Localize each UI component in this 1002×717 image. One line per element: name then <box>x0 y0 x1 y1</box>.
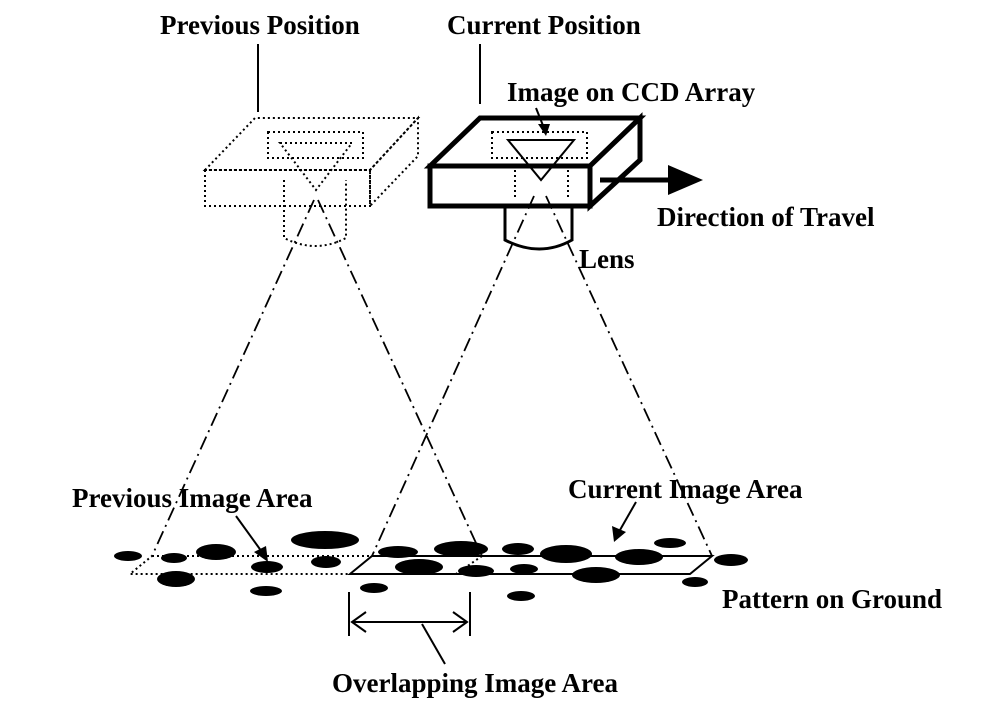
ground-blob <box>615 549 663 565</box>
image-on-ccd-label: Image on CCD Array <box>507 77 756 107</box>
ground-blob <box>250 586 282 596</box>
direction-of-travel-label: Direction of Travel <box>657 202 875 232</box>
direction-arrow <box>600 165 703 195</box>
ground-blob <box>434 541 488 557</box>
current-area-pointer <box>612 501 637 542</box>
previous-sensor-front <box>204 169 371 207</box>
ground-blob <box>157 571 195 587</box>
current-lens-inner <box>514 170 569 200</box>
ground-blob <box>251 561 283 573</box>
previous-sensor-side <box>369 115 419 209</box>
ccd-leader-arrowhead <box>538 124 550 136</box>
overlap-label-leader <box>421 623 446 665</box>
current-area-pointer-head <box>612 526 626 542</box>
overlap-right-arrowhead <box>452 611 469 633</box>
pattern-on-ground-label: Pattern on Ground <box>722 584 942 614</box>
field-of-view-lines <box>151 195 713 557</box>
ground-blob <box>682 577 708 587</box>
ground-blob <box>378 546 418 558</box>
ground-blob <box>714 554 748 566</box>
previous-area-pointer <box>235 515 268 562</box>
ground-blob <box>654 538 686 548</box>
direction-arrow-head <box>668 165 703 195</box>
current-ccd-cone <box>505 139 577 182</box>
ground-blob <box>507 591 535 601</box>
previous-area-pointer-line <box>235 515 263 553</box>
current-sensor-side <box>587 112 643 212</box>
ground-pattern <box>114 531 748 601</box>
previous-fov-left <box>151 199 315 557</box>
ground-blob <box>458 565 494 577</box>
previous-sensor <box>202 115 421 247</box>
previous-position-label: Previous Position <box>160 10 360 40</box>
ground-blob <box>572 567 620 583</box>
ground-blob <box>291 531 359 549</box>
previous-area-pointer-head <box>254 546 268 562</box>
current-position-label: Current Position <box>447 10 641 40</box>
previous-image-area-label: Previous Image Area <box>72 483 313 513</box>
ground-blob <box>540 545 592 563</box>
ground-blob <box>196 544 236 560</box>
lens-label: Lens <box>579 244 635 274</box>
current-sensor-front <box>427 163 593 209</box>
previous-ccd-array <box>267 131 364 159</box>
ground-blob <box>395 559 443 575</box>
overlap-dimension <box>348 592 471 665</box>
previous-fov-right <box>317 199 483 557</box>
current-area-pointer-line <box>619 501 637 531</box>
current-image-area-label: Current Image Area <box>568 474 803 504</box>
current-fov-left <box>371 195 535 557</box>
ground-blob <box>114 551 142 561</box>
ground-blob <box>161 553 187 563</box>
current-sensor <box>423 107 647 251</box>
overlapping-image-area-label: Overlapping Image Area <box>332 668 618 698</box>
ground-blob <box>360 583 388 593</box>
previous-lens <box>283 180 347 247</box>
current-lens <box>503 205 574 251</box>
ground-blob <box>510 564 538 574</box>
ground-blob <box>502 543 534 555</box>
overlap-left-arrowhead <box>350 611 367 633</box>
previous-ccd-cone <box>277 142 355 192</box>
current-image-area <box>347 555 715 575</box>
ground-blob <box>311 556 341 568</box>
